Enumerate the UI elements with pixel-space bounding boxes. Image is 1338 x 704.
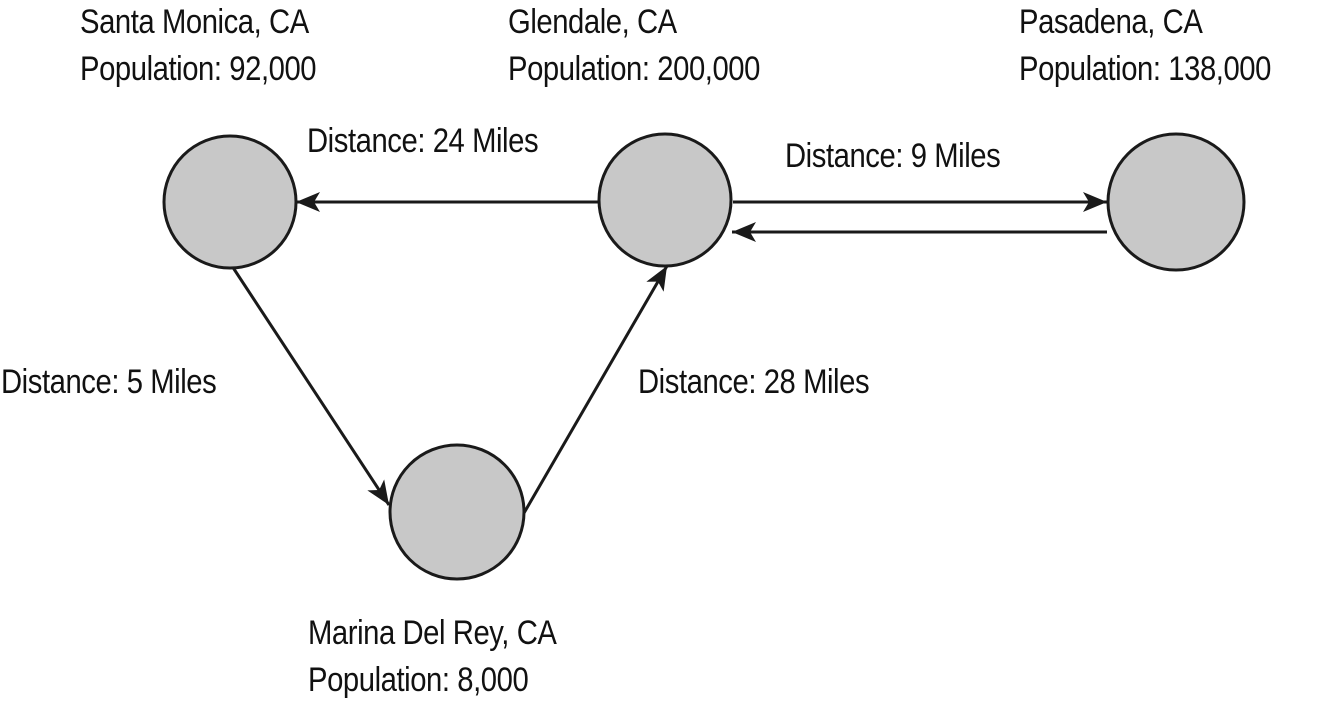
label-pasadena: Pasadena, CA Population: 138,000 (1019, 0, 1271, 93)
pasadena-population: Population: 138,000 (1019, 50, 1271, 88)
edge-label-glendale-pasadena: Distance: 9 Miles (785, 137, 1001, 175)
edge-marina-del-rey-to-glendale (522, 265, 669, 514)
edge-label-marina-glendale: Distance: 28 Miles (638, 363, 870, 401)
edge-label-santa-monica-marina: Distance: 5 Miles (1, 363, 217, 401)
label-glendale: Glendale, CA Population: 200,000 (508, 0, 760, 93)
marina-del-rey-name: Marina Del Rey, CA (308, 614, 557, 652)
node-pasadena (1106, 132, 1246, 272)
label-santa-monica: Santa Monica, CA Population: 92,000 (80, 0, 317, 93)
node-santa-monica (162, 134, 298, 270)
label-marina-del-rey: Marina Del Rey, CA Population: 8,000 (308, 610, 557, 704)
node-glendale (597, 132, 733, 268)
marina-del-rey-population: Population: 8,000 (308, 661, 529, 699)
glendale-name: Glendale, CA (508, 3, 677, 41)
node-marina-del-rey (388, 443, 526, 581)
pasadena-name: Pasadena, CA (1019, 3, 1203, 41)
edge-santa-monica-to-marina-del-rey (230, 265, 391, 506)
santa-monica-name: Santa Monica, CA (80, 3, 309, 41)
santa-monica-population: Population: 92,000 (80, 50, 317, 88)
glendale-population: Population: 200,000 (508, 50, 760, 88)
edge-label-glendale-santa-monica: Distance: 24 Miles (307, 122, 539, 160)
